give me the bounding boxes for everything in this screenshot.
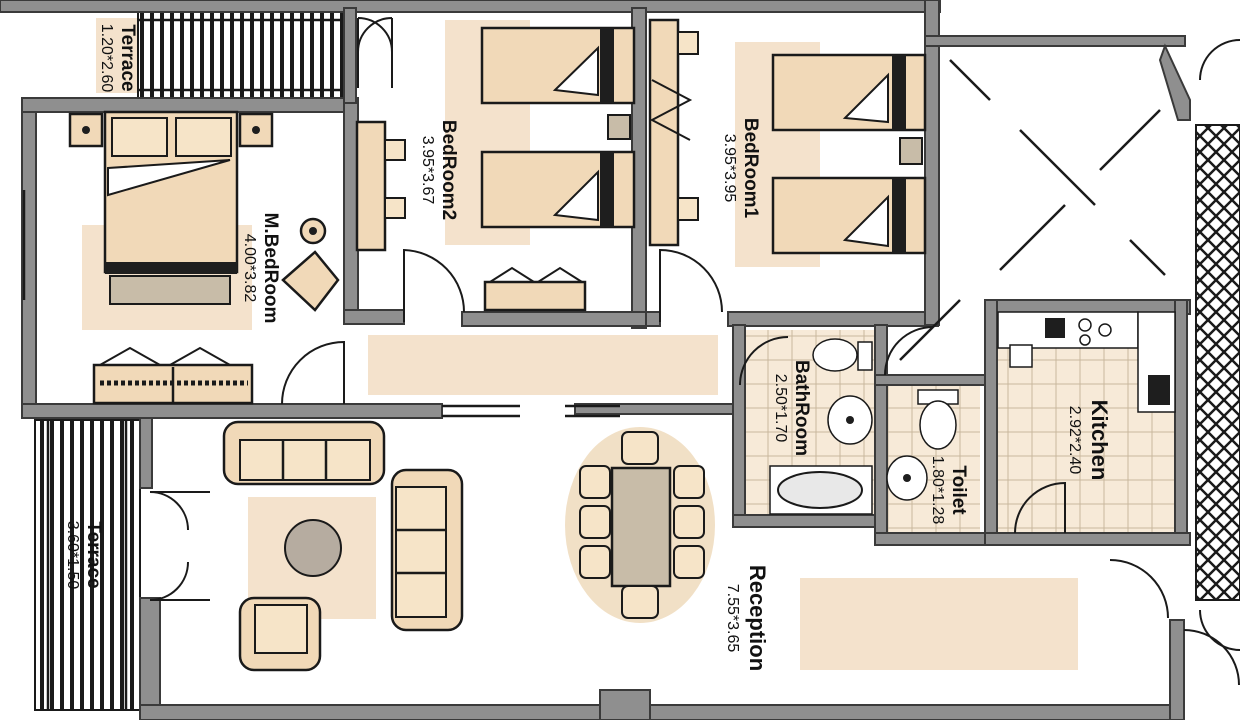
svg-text:1.20*2.60: 1.20*2.60 [98,24,115,93]
bedroom1-beds [771,53,927,255]
label-bedroom1: BedRoom1 3.95*3.95 [721,118,761,219]
bedroom1-desk [648,18,699,247]
label-toilet: Toilet 1.80*1.28 [929,456,969,525]
svg-text:Kitchen: Kitchen [1087,400,1112,481]
svg-text:BedRoom2: BedRoom2 [438,120,459,220]
label-bedroom2: BedRoom2 3.95*3.67 [419,120,459,220]
label-kitchen: Kitchen 2.92*2.40 [1066,400,1112,481]
bedroom2-beds [480,26,636,229]
svg-text:Terrace: Terrace [83,521,104,588]
master-bed [68,110,274,305]
label-master-bedroom: M.BedRoom 4.00*3.82 [241,213,281,324]
terrace-top-railing [137,7,349,101]
svg-text:2.50*1.70: 2.50*1.70 [772,374,789,443]
lattice-screen [1195,124,1240,601]
svg-text:2.92*2.40: 2.92*2.40 [1066,406,1083,475]
label-bathroom: BathRoom 2.50*1.70 [772,360,812,456]
toilet-fixtures [886,389,959,501]
svg-text:3.95*3.67: 3.95*3.67 [419,136,436,205]
svg-text:M.BedRoom: M.BedRoom [260,213,281,324]
walls [0,0,1191,720]
terrace-left-railing [34,419,141,711]
svg-text:3.95*3.95: 3.95*3.95 [721,134,738,203]
master-chair [281,217,340,312]
living-sofas [222,420,464,672]
master-wardrobe [92,346,254,405]
doors [149,17,1240,686]
label-terrace-left: Terrace 3.60*1.50 [64,521,104,590]
label-reception: Reception 7.55*3.65 [724,565,770,671]
svg-text:Toilet: Toilet [948,465,969,515]
svg-text:1.80*1.28: 1.80*1.28 [929,456,946,525]
bedroom2-desk [355,120,587,312]
windows [22,190,620,418]
svg-text:4.00*3.82: 4.00*3.82 [241,234,258,303]
label-terrace-top: Terrace 1.20*2.60 [98,24,138,93]
svg-text:7.55*3.65: 7.55*3.65 [724,584,741,653]
svg-text:Reception: Reception [745,565,770,671]
svg-text:BedRoom1: BedRoom1 [740,118,761,219]
bathroom-fixtures [769,338,873,515]
kitchen-counters [997,311,1176,413]
svg-text:Terrace: Terrace [117,24,138,91]
svg-text:BathRoom: BathRoom [791,360,812,456]
dining-set [565,427,715,623]
svg-text:3.60*1.50: 3.60*1.50 [64,521,81,590]
